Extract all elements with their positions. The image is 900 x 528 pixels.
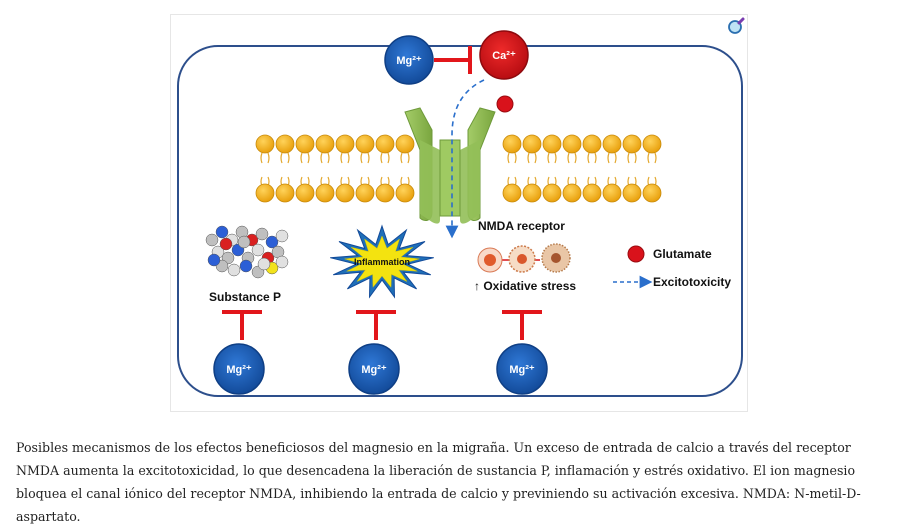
svg-text:Mg²⁺: Mg²⁺	[361, 364, 387, 376]
magnifier-icon[interactable]	[726, 16, 746, 36]
calcium-influx-arrow	[445, 79, 485, 239]
mg-ion-oxidative: Mg²⁺	[496, 343, 548, 395]
svg-text:Inflammation: Inflammation	[354, 257, 410, 267]
mechanism-diagram: Mg²⁺ Ca²⁺ NMDA receptor Substance P Infl…	[177, 30, 743, 397]
svg-text:Ca²⁺: Ca²⁺	[492, 50, 516, 62]
inflammation-burst: Inflammation	[330, 224, 434, 299]
mg-ion-inflammation: Mg²⁺	[348, 343, 400, 395]
oxidative-stress-cells	[477, 243, 571, 273]
legend-excitotoxicity-label: Excitotoxicity	[653, 275, 731, 289]
legend-glutamate-swatch	[627, 245, 645, 263]
glutamate-ball	[496, 95, 514, 113]
nmda-channel	[404, 107, 496, 224]
inhibit-bar-top	[434, 46, 472, 74]
mg-ion-top: Mg²⁺	[384, 35, 434, 85]
inhibit-bar-oxidative	[502, 310, 542, 340]
inhibit-bar-inflammation	[356, 310, 396, 340]
svg-text:Mg²⁺: Mg²⁺	[396, 55, 422, 67]
figure-caption: Posibles mecanismos de los efectos benef…	[16, 440, 861, 524]
oxidative-stress-label: ↑ Oxidative stress	[474, 279, 576, 293]
nmda-receptor-label: NMDA receptor	[478, 219, 565, 233]
substance-p-label: Substance P	[209, 290, 281, 304]
legend-glutamate-label: Glutamate	[653, 247, 712, 261]
cell-outline	[177, 45, 743, 397]
lipid-bilayer	[255, 134, 662, 203]
ca-ion: Ca²⁺	[479, 30, 529, 80]
mg-ion-substance-p: Mg²⁺	[213, 343, 265, 395]
svg-text:Mg²⁺: Mg²⁺	[226, 364, 252, 376]
legend: Glutamate Excitotoxicity	[613, 245, 731, 289]
inhibit-bar-substance-p	[222, 310, 262, 340]
substance-p-molecule	[205, 225, 289, 279]
svg-text:Mg²⁺: Mg²⁺	[509, 364, 535, 376]
